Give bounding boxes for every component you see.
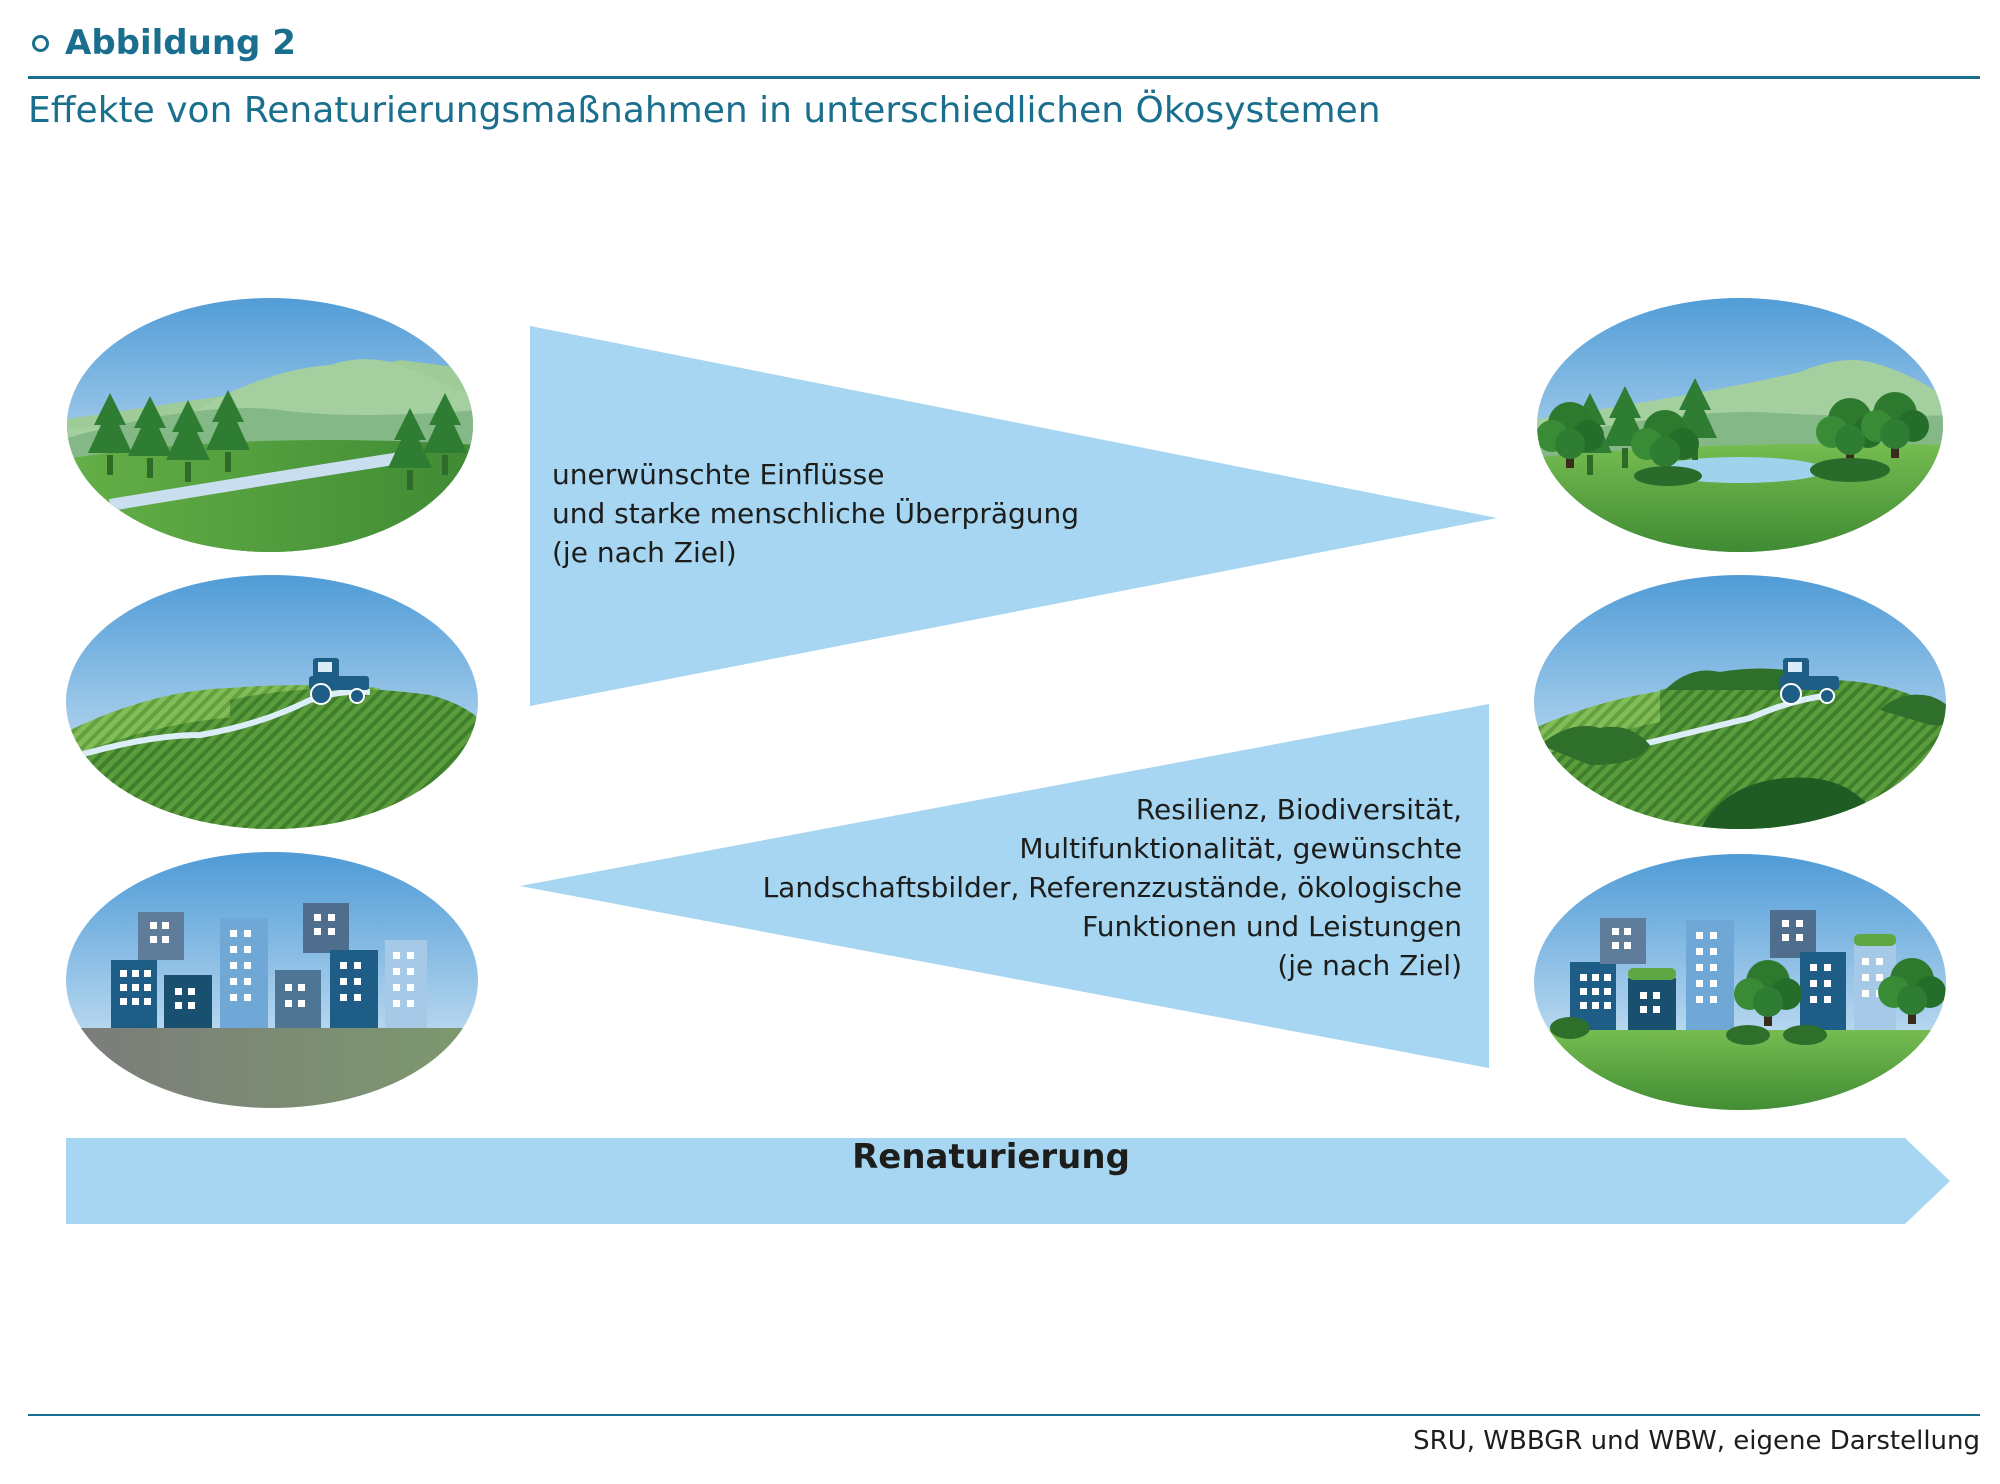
negative-effects-line: unerwünschte Einflüsse (552, 458, 885, 491)
figure-title: Effekte von Renaturierungsmaßnahmen in u… (28, 90, 1381, 131)
scene-farmland-after (1534, 575, 1946, 829)
figure-bullet-icon (32, 34, 49, 52)
scene-farmland-before (66, 575, 478, 829)
negative-effects-wedge (530, 326, 1497, 706)
scene-forest-before (67, 298, 473, 552)
figure-header: Abbildung 2 (28, 18, 1980, 68)
positive-effects-line: Resilienz, Biodiversität, (1135, 793, 1462, 826)
positive-effects-line: Landschaftsbilder, Referenzzustände, öko… (762, 871, 1462, 904)
source-note: SRU, WBBGR und WBW, eigene Darstellung (1413, 1426, 1980, 1456)
scene-city-before (66, 852, 478, 1108)
figure-label: Abbildung 2 (65, 23, 296, 63)
negative-effects-line: und starke menschliche Überprägung (552, 497, 1080, 530)
positive-effects-text: Resilienz, Biodiversität, Multifunktiona… (620, 790, 1462, 985)
scene-city-after (1534, 854, 1946, 1110)
positive-effects-line: (je nach Ziel) (1277, 949, 1462, 982)
negative-effects-text: unerwünschte Einflüsse und starke mensch… (552, 455, 1079, 572)
renaturation-label: Renaturierung (852, 1137, 1130, 1177)
positive-effects-wedge (520, 704, 1489, 1068)
renaturation-arrow (66, 1138, 1950, 1224)
negative-effects-line: (je nach Ziel) (552, 536, 737, 569)
positive-effects-line: Funktionen und Leistungen (1082, 910, 1462, 943)
footer-divider (28, 1414, 1980, 1416)
scene-forest-after (1537, 298, 1943, 552)
positive-effects-line: Multifunktionalität, gewünschte (1019, 832, 1462, 865)
header-divider (28, 76, 1980, 79)
